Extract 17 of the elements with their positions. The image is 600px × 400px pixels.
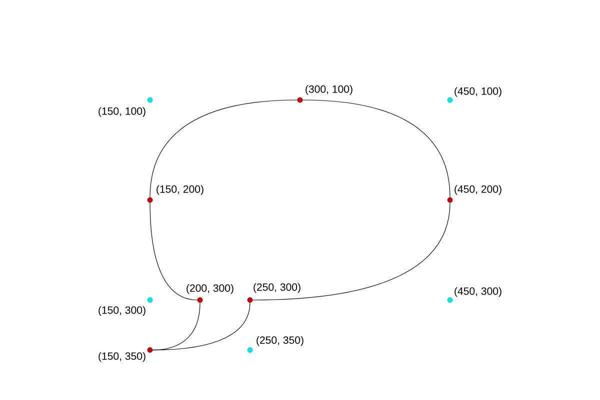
coordinate-label: (450, 200) <box>454 185 502 195</box>
coordinate-label: (150, 300) <box>98 306 146 316</box>
coordinate-label: (250, 300) <box>254 283 300 293</box>
curve <box>252 202 450 300</box>
curve <box>152 302 200 350</box>
coordinate-label: (150, 200) <box>156 185 204 195</box>
curve <box>152 302 250 350</box>
coordinate-label: (450, 100) <box>454 87 502 97</box>
coordinate-label: (250, 350) <box>256 336 304 346</box>
coordinate-label: (150, 350) <box>98 352 146 362</box>
coordinate-label: (450, 300) <box>454 287 502 297</box>
curve <box>302 100 450 198</box>
coordinate-label: (300, 100) <box>306 85 352 95</box>
coordinate-label: (200, 300) <box>186 284 234 294</box>
coordinate-label: (150, 100) <box>98 107 146 117</box>
curve <box>150 100 298 198</box>
curve <box>150 202 198 300</box>
